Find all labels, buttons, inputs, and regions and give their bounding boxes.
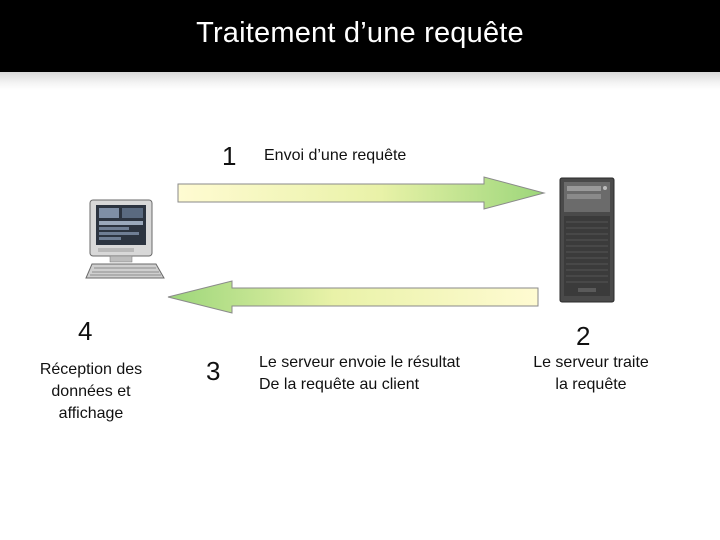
step-3-label: Le serveur envoie le résultat De la requ… bbox=[259, 352, 460, 396]
step-4-number: 4 bbox=[78, 316, 93, 346]
step-3-number: 3 bbox=[206, 356, 221, 386]
step-4-label-line-1: Réception des bbox=[39, 361, 143, 378]
step-2-label: Le serveur traite la requête bbox=[516, 352, 666, 396]
step-2-label-line-2: la requête bbox=[555, 376, 627, 393]
step-4-label: Réception des données et affichage bbox=[21, 359, 161, 425]
step-2-label-line-1: Le serveur traite bbox=[533, 354, 649, 371]
step-3-label-line-2: De la requête au client bbox=[259, 376, 420, 393]
slide-title: Traitement d’une requête bbox=[196, 17, 524, 49]
step-2-number: 2 bbox=[576, 321, 591, 351]
step-4-label-line-3: affichage bbox=[58, 405, 124, 422]
response-arrow bbox=[167, 280, 539, 314]
title-bar: Traitement d’une requête bbox=[0, 0, 720, 90]
step-4-label-line-2: données et bbox=[51, 383, 131, 400]
computer-icon bbox=[85, 199, 165, 279]
step-1-number: 1 bbox=[222, 141, 237, 171]
request-arrow bbox=[177, 176, 546, 210]
server-tower-icon bbox=[559, 177, 615, 303]
step-3-label-line-1: Le serveur envoie le résultat bbox=[259, 354, 460, 371]
step-1-label: Envoi d’une requête bbox=[264, 147, 407, 164]
